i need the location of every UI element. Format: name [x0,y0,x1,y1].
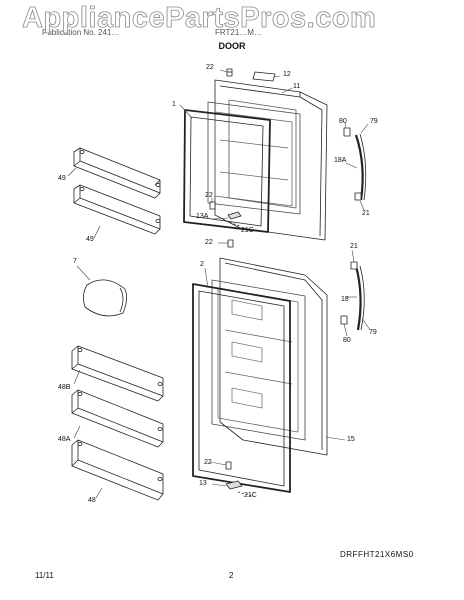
part-label-48: 48 [88,497,96,504]
shelf-49-bottom [73,184,161,235]
part-label-18: 18 [341,296,349,303]
part-label-21C: 21C [241,227,254,234]
part-label-79: 79 [370,118,378,125]
screw-22-top [226,68,233,77]
part-label-21: 21 [350,243,358,250]
upper-door-gasket [183,109,271,233]
diagram-title: DOOR [218,41,246,51]
part-label-11: 11 [293,83,301,90]
part-label-22: 22 [204,459,212,466]
part-label-18A: 18A [334,157,347,164]
part-label-48B: 48B [58,384,71,391]
screw-22-mid [209,201,216,210]
part-label-79: 79 [369,329,377,336]
lower-door-outer-panel [219,257,328,456]
shelf-48 [71,439,164,501]
publication-number: Publication No. 241… [42,28,120,37]
part-label-21C: 21C [244,492,257,499]
part-12-badge [252,71,276,82]
handle-18A [343,127,367,201]
upper-door-outer-panel [214,79,328,241]
hinge-13A [225,211,242,227]
diagram-code: DRFFHT21X6MS0 [340,550,414,559]
hinge-13 [225,480,253,497]
handle-18 [340,261,365,331]
lower-door-liner [211,279,306,441]
part-label-13: 13 [199,480,207,487]
screw-22-low [227,239,234,248]
site-watermark: AppliancePartsPros.com [22,2,377,35]
part-label-2: 2 [200,261,204,268]
shelf-leader-lines [67,167,103,499]
part-label-22: 22 [205,192,213,199]
part-label-49: 49 [86,236,94,243]
part-label-49: 49 [58,175,66,182]
part-label-12: 12 [283,71,291,78]
part-label-21: 21 [362,210,370,217]
shelf-48B [71,345,164,402]
part-label-13A: 13A [196,213,209,220]
part-label-22: 22 [205,239,213,246]
screw-22-bottom [225,461,232,470]
part-label-80: 80 [339,118,347,125]
part-label-80: 80 [343,337,351,344]
page-number: 2 [229,571,234,580]
part-label-48A: 48A [58,436,71,443]
shelf-48A [71,389,164,448]
shelf-49-top [73,147,161,199]
part-label-7: 7 [73,258,77,265]
part-label-15: 15 [347,436,355,443]
lower-door-gasket [192,283,291,493]
part-label-1: 1 [172,101,176,108]
revision-date: 11/11 [35,571,54,580]
leader-lines [76,69,371,487]
part-label-22: 22 [206,64,214,71]
model-number: FRT21…M… [215,28,262,37]
egg-bin-7 [83,279,127,317]
